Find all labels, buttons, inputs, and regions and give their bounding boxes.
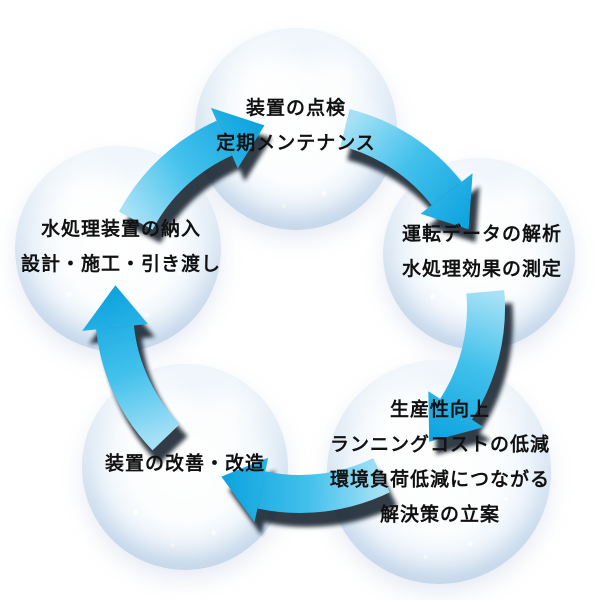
step-solution-planning-label: 生産性向上 ランニングコストの低減 環境負荷低減につながる 解決策の立案: [329, 399, 550, 527]
step-delivery-label: 水処理装置の納入 設計・施工・引き渡し: [20, 218, 221, 275]
cycle-arrow-2: [428, 290, 505, 442]
cycle-arrow-4: [82, 285, 181, 451]
step-maintenance-label: 装置の点検 定期メンテナンス: [216, 97, 376, 154]
step-improvement-label: 装置の改善・改造: [104, 453, 265, 475]
step-analysis-label: 運転データの解析 水処理効果の測定: [401, 223, 562, 280]
cycle-arrow-5: [119, 107, 265, 231]
cycle-arrow-3: [221, 457, 390, 523]
cycle-arrow-1: [339, 109, 473, 230]
